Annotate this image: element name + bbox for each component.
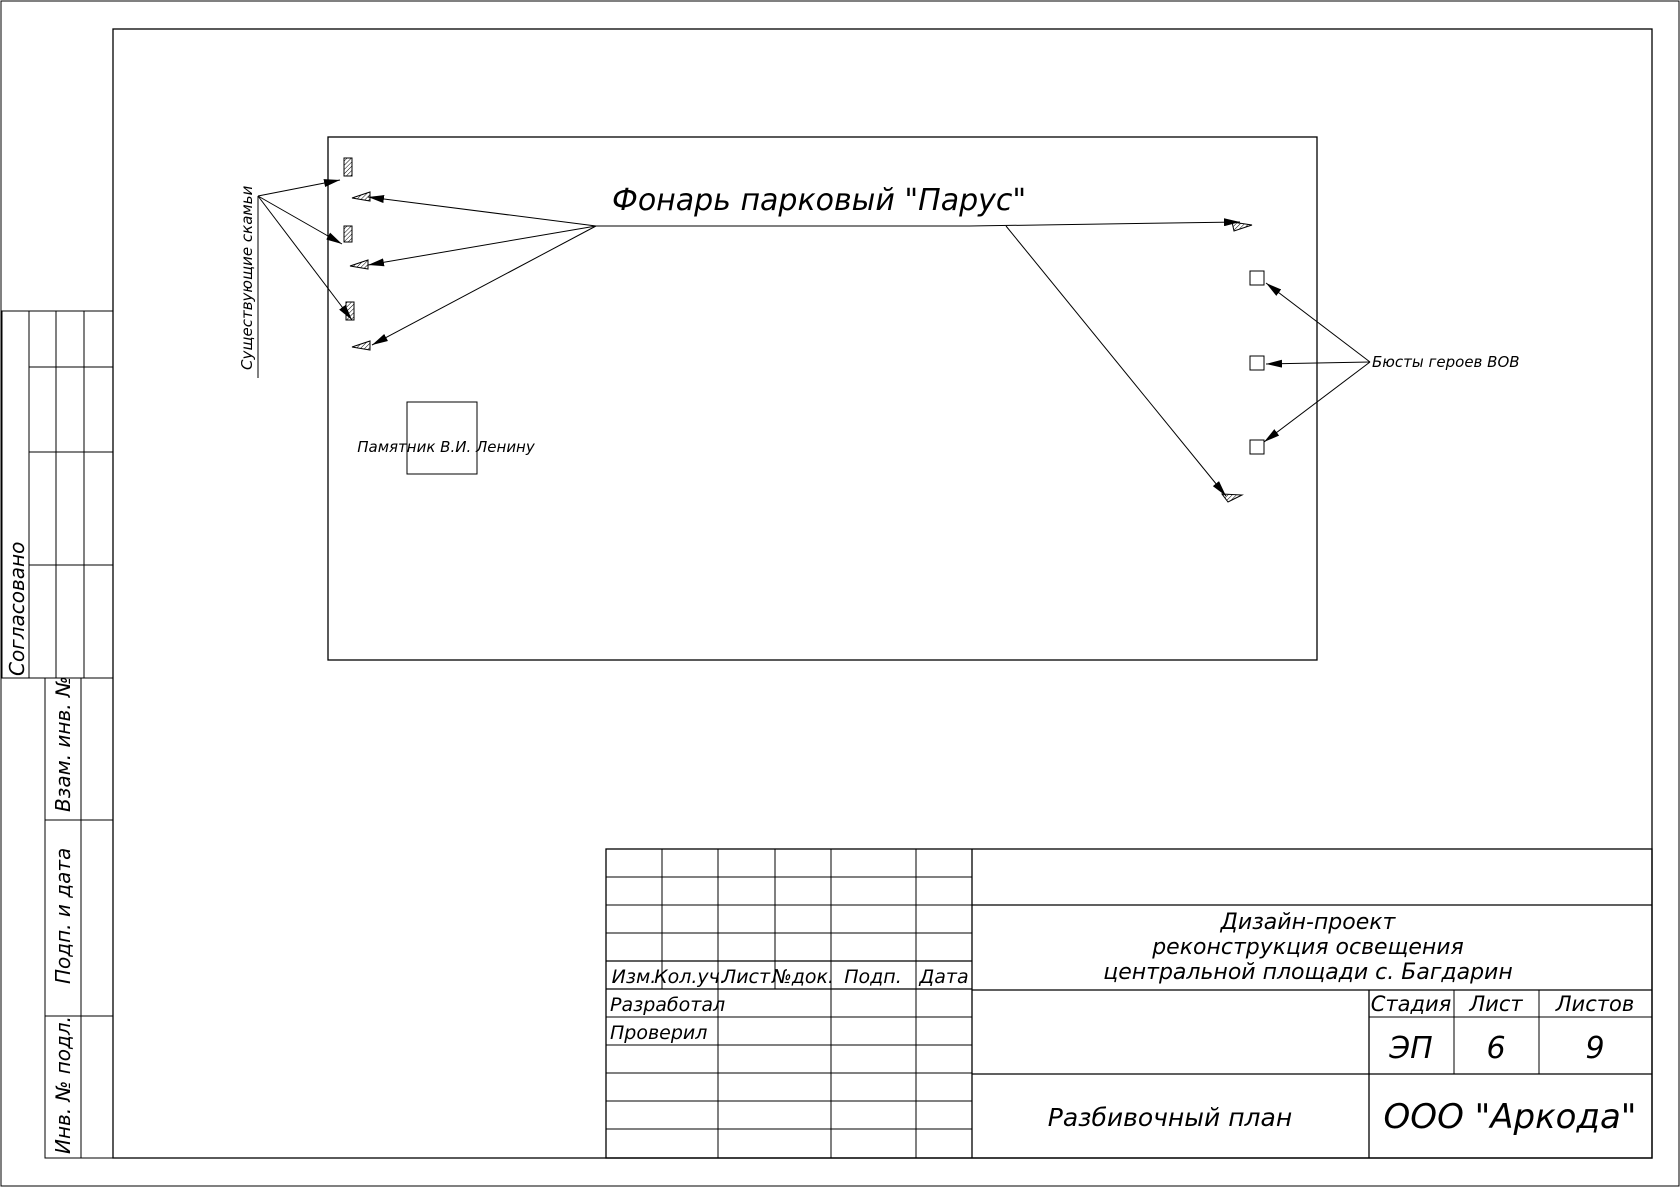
sign-date-label: Подп. и дата: [51, 848, 75, 984]
inv-orig-label: Инв. № подл.: [51, 1016, 75, 1154]
lenin-monument: Памятник В.И. Ленину: [357, 401, 536, 475]
sheet-header: Лист: [1468, 992, 1523, 1016]
monument-label: Памятник В.И. Ленину: [357, 438, 536, 456]
developed-label: Разработал: [610, 994, 725, 1016]
hdr-sheet: Лист: [721, 966, 771, 988]
sheets-value: 9: [1585, 1031, 1604, 1066]
hdr-count: Кол.уч.: [654, 966, 726, 988]
hdr-date: Дата: [918, 966, 968, 988]
company-name: ООО "Аркода": [1384, 1097, 1637, 1137]
stage-header: Стадия: [1371, 992, 1452, 1016]
lamp-label: Фонарь парковый "Парус": [612, 183, 1026, 218]
benches-label: Существующие скамьи: [238, 185, 256, 370]
side-stamp: Согласовано Взам. инв. № Подп. и дата Ин…: [1, 310, 114, 1159]
stage-value: ЭП: [1388, 1031, 1433, 1066]
hdr-change: Изм.: [612, 966, 657, 988]
hero-busts: Бюсты героев ВОВ: [1249, 270, 1520, 455]
sheet-value: 6: [1486, 1031, 1505, 1066]
title-block: Изм. Кол.уч. Лист №док. Подп. Дата Разра…: [605, 848, 1653, 1159]
sheet-name: Разбивочный план: [1048, 1103, 1292, 1132]
lamp-leader: Фонарь парковый "Парус": [367, 183, 1241, 497]
benches-leader: Существующие скамьи: [238, 179, 353, 378]
replace-inv-label: Взам. инв. №: [51, 676, 75, 812]
busts-label: Бюсты героев ВОВ: [1372, 353, 1520, 371]
agreed-label: Согласовано: [5, 542, 29, 676]
park-lamps: [349, 191, 1253, 503]
square-boundary: [327, 136, 1318, 661]
project-line-1: Дизайн-проект: [1220, 910, 1397, 935]
project-line-3: центральной площади с. Багдарин: [1103, 960, 1512, 985]
hdr-sign: Подп.: [844, 966, 902, 988]
hdr-doc: №док.: [771, 966, 834, 988]
checked-label: Проверил: [610, 1022, 707, 1044]
project-line-2: реконструкция освещения: [1151, 935, 1464, 960]
sheets-header: Листов: [1555, 992, 1634, 1016]
